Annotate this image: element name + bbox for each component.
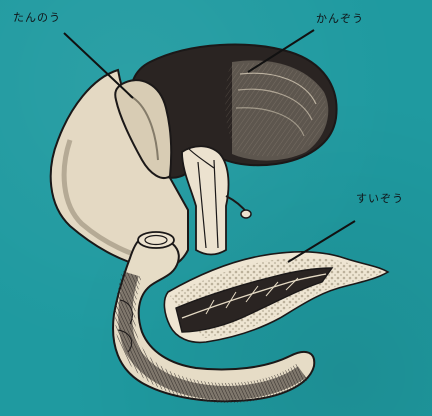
label-liver: かんぞう	[316, 10, 364, 26]
label-gallbladder: たんのう	[13, 9, 61, 25]
label-pancreas: すいぞう	[356, 190, 404, 206]
